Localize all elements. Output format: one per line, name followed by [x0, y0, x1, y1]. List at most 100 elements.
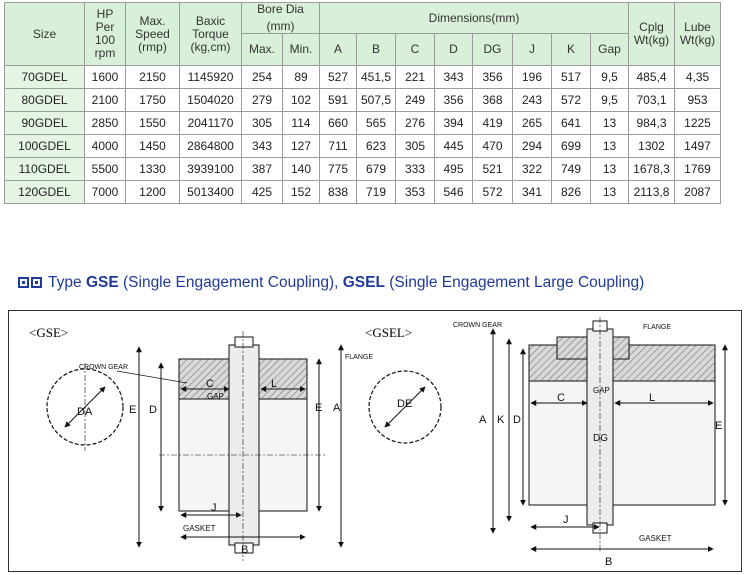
table-cell: 114: [282, 111, 320, 135]
table-cell: 333: [395, 157, 435, 181]
table-cell: 305: [395, 134, 435, 158]
table-cell: 641: [551, 111, 591, 135]
header-max-speed: Max.Speed(rmp): [125, 2, 180, 66]
table-cell: 127: [282, 134, 320, 158]
header-dim-d: D: [434, 33, 473, 66]
table-cell: 152: [282, 180, 320, 204]
table-cell: 5013400: [179, 180, 242, 204]
gse-flange-label: FLANGE: [345, 354, 373, 361]
gse-dim-j: J: [211, 502, 217, 514]
table-cell: 2113,8: [628, 180, 675, 204]
gse-drawing: <GSE> DA E D E A C L GAP: [29, 325, 442, 561]
size-cell: 100GDEL: [4, 134, 85, 158]
table-cell: 495: [434, 157, 473, 181]
table-cell: 265: [512, 111, 552, 135]
header-dimensions: Dimensions(mm): [319, 2, 629, 34]
table-cell: 394: [434, 111, 473, 135]
table-cell: 4,35: [674, 65, 721, 89]
gse-crown-gear-label: CROWN GEAR: [79, 364, 128, 371]
header-dim-k: K: [551, 33, 591, 66]
gsel-coupling-body: [528, 317, 716, 551]
gsel-gasket-label: GASKET: [639, 534, 672, 543]
table-cell: 13: [590, 134, 629, 158]
table-cell: 470: [472, 134, 513, 158]
gsel-dim-dg: DG: [593, 433, 608, 444]
table-cell: 572: [551, 88, 591, 112]
header-dim-j: J: [512, 33, 552, 66]
header-bore-dia: Bore Dia(mm): [241, 2, 320, 34]
table-cell: 546: [434, 180, 473, 204]
table-cell: 13: [590, 111, 629, 135]
table-cell: 485,4: [628, 65, 675, 89]
table-cell: 719: [356, 180, 396, 204]
table-cell: 775: [319, 157, 357, 181]
table-cell: 984,3: [628, 111, 675, 135]
gsel-dim-j: J: [563, 514, 569, 526]
table-cell: 521: [472, 157, 513, 181]
table-cell: 527: [319, 65, 357, 89]
table-cell: 1550: [125, 111, 180, 135]
gse-coupling-body: [159, 331, 327, 561]
table-cell: 7000: [84, 180, 126, 204]
table-cell: 1600: [84, 65, 126, 89]
gsel-drawing: CROWN GEAR FLANGE A K D E C L GAP DG J G…: [453, 317, 728, 568]
table-cell: 1225: [674, 111, 721, 135]
table-cell: 451,5: [356, 65, 396, 89]
type-heading: Type GSE (Single Engagement Coupling), G…: [18, 274, 644, 292]
table-cell: 341: [512, 180, 552, 204]
gsel-gap-label: GAP: [593, 386, 610, 395]
table-cell: 276: [395, 111, 435, 135]
gse-dim-e-left: E: [129, 404, 136, 416]
table-cell: 9,5: [590, 65, 629, 89]
gse-dim-a: A: [333, 402, 341, 414]
gsel-dim-l: L: [649, 392, 655, 404]
table-cell: 9,5: [590, 88, 629, 112]
gse-dim-b: B: [241, 544, 248, 556]
table-cell: 953: [674, 88, 721, 112]
table-cell: 196: [512, 65, 552, 89]
table-cell: 660: [319, 111, 357, 135]
table-cell: 3939100: [179, 157, 242, 181]
header-dim-dg: DG: [472, 33, 513, 66]
table-cell: 1504020: [179, 88, 242, 112]
header-dim-b: B: [356, 33, 396, 66]
table-cell: 1750: [125, 88, 180, 112]
table-cell: 1769: [674, 157, 721, 181]
heading-prefix: Type: [48, 274, 82, 291]
gsel-dim-e: E: [715, 420, 722, 432]
coupling-drawings: <GSE> DA E D E A C L GAP: [29, 317, 728, 568]
gsel-dim-d: D: [513, 414, 521, 426]
gsel-crown-gear-label: CROWN GEAR: [453, 322, 502, 329]
table-cell: 445: [434, 134, 473, 158]
table-cell: 140: [282, 157, 320, 181]
table-cell: 749: [551, 157, 591, 181]
table-cell: 623: [356, 134, 396, 158]
header-bore-max: Max.: [241, 33, 283, 66]
size-cell: 70GDEL: [4, 65, 85, 89]
gse-title: <GSE>: [29, 325, 68, 340]
table-cell: 243: [512, 88, 552, 112]
table-cell: 1497: [674, 134, 721, 158]
gsel-dim-a: A: [479, 414, 487, 426]
table-cell: 2041170: [179, 111, 242, 135]
heading-gsel: GSEL: [342, 274, 385, 291]
table-cell: 1302: [628, 134, 675, 158]
table-cell: 2150: [125, 65, 180, 89]
size-cell: 90GDEL: [4, 111, 85, 135]
table-cell: 356: [434, 88, 473, 112]
size-cell: 120GDEL: [4, 180, 85, 204]
table-cell: 254: [241, 65, 283, 89]
table-cell: 1145920: [179, 65, 242, 89]
gse-dim-c: C: [206, 378, 214, 390]
table-cell: 565: [356, 111, 396, 135]
table-cell: 572: [472, 180, 513, 204]
dim-de-label: DE: [397, 398, 412, 410]
table-cell: 322: [512, 157, 552, 181]
table-cell: 826: [551, 180, 591, 204]
